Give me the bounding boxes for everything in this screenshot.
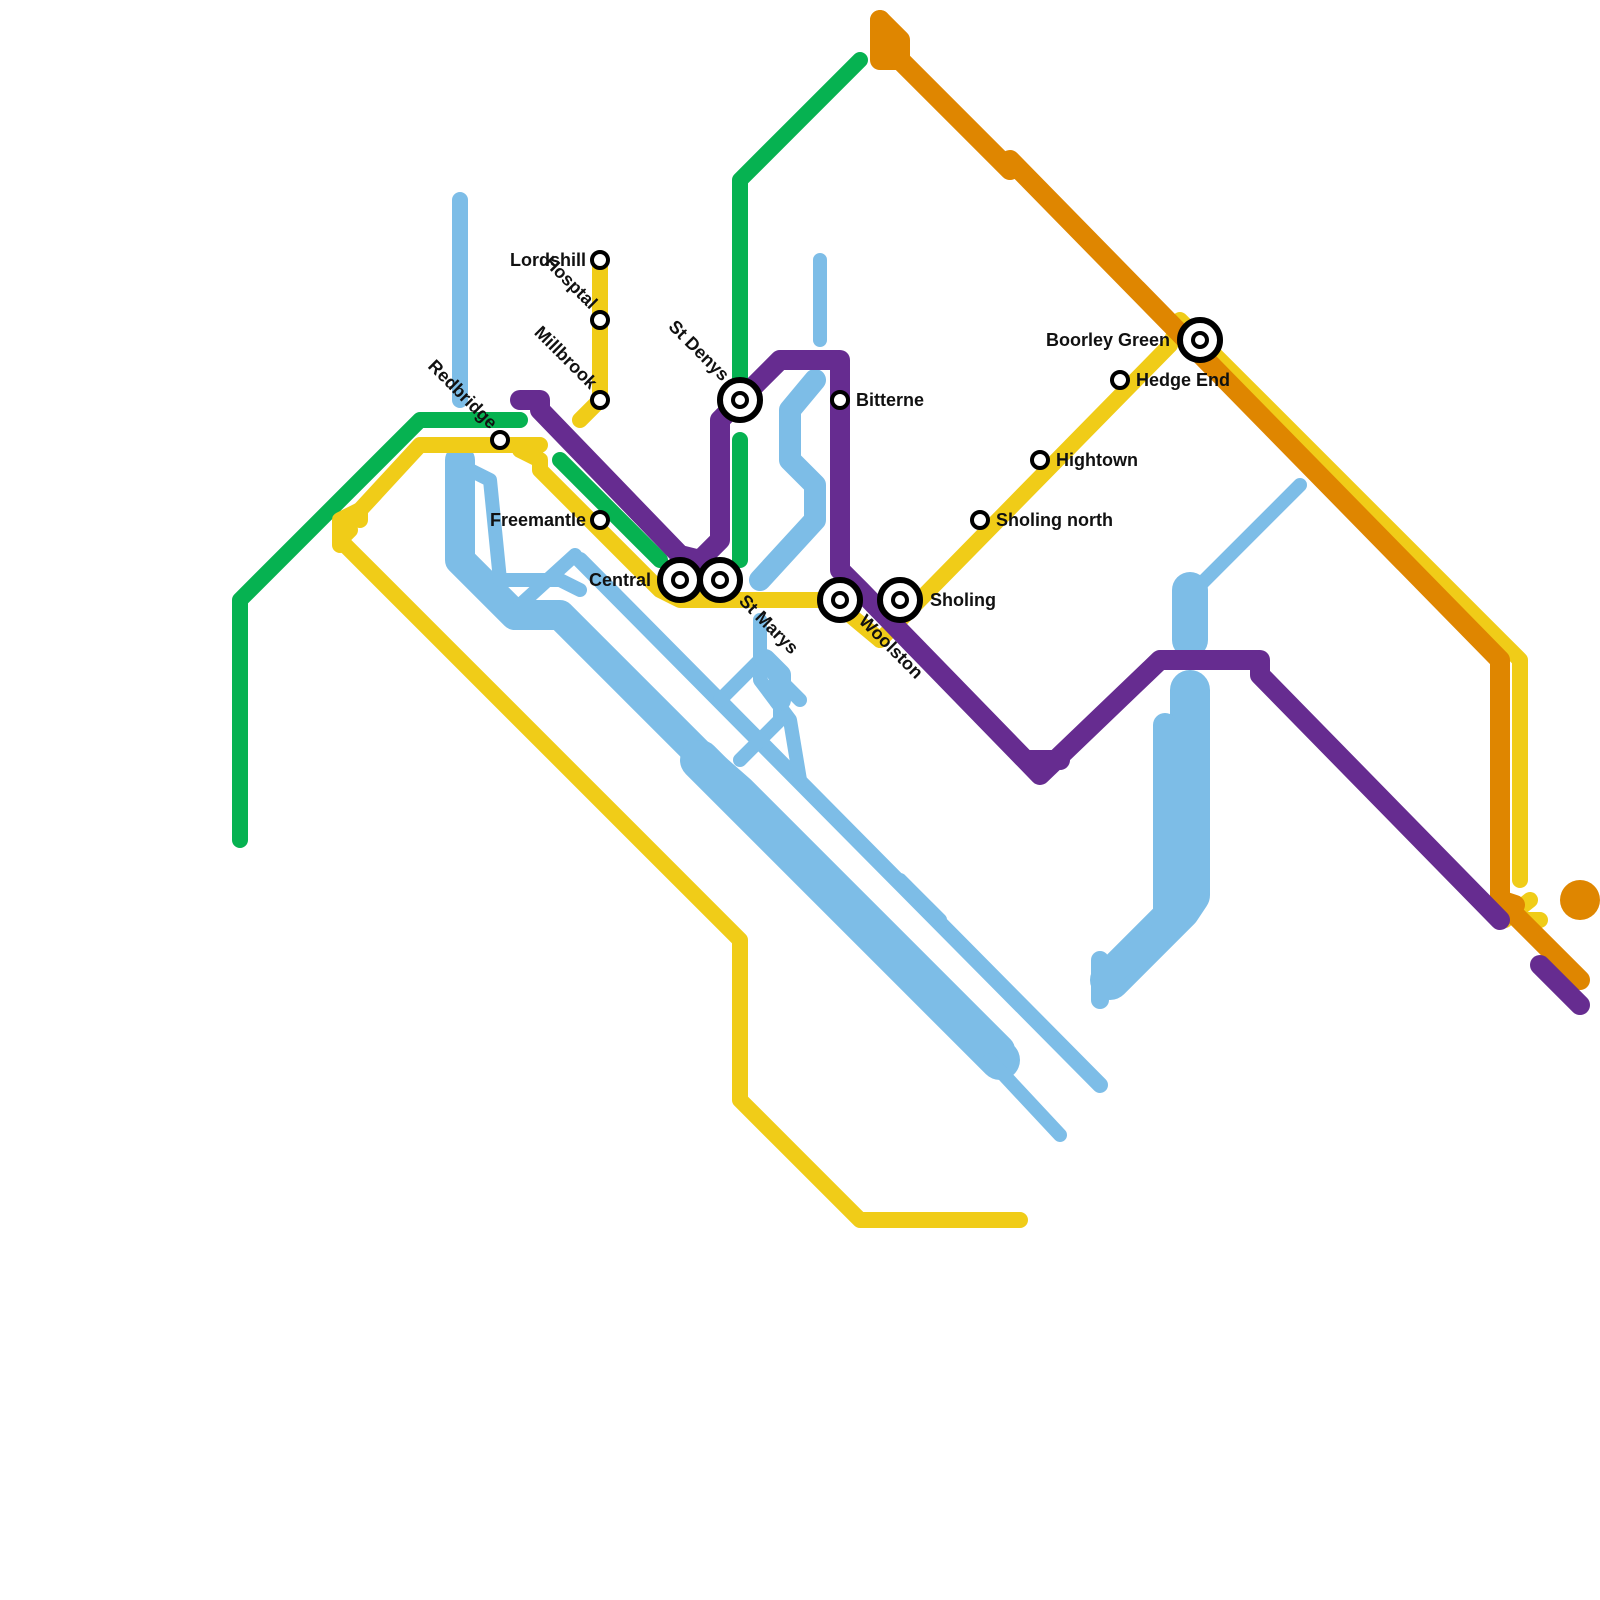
water-channel-south — [572, 552, 1108, 1093]
label-millbrook: Millbrook — [531, 322, 602, 393]
station-woolston[interactable] — [817, 577, 863, 623]
station-redbridge[interactable] — [490, 430, 510, 450]
label-central: Central — [589, 570, 651, 590]
interchange-icon-inner — [831, 591, 849, 609]
green-line — [232, 52, 868, 848]
water-east-basin-b — [1098, 713, 1177, 987]
station-freemantle[interactable] — [590, 510, 610, 530]
purple-line-west — [510, 350, 1510, 930]
purple-line — [510, 350, 1590, 1015]
orange-line-end — [1490, 890, 1525, 915]
label-freemantle: Freemantle — [490, 510, 586, 530]
water-channel-main — [680, 740, 1020, 1080]
label-boorley-green: Boorley Green — [1046, 330, 1170, 350]
station-boorley-green[interactable] — [1177, 317, 1223, 363]
water-channel-link — [513, 548, 582, 612]
water-channel-lower — [983, 1053, 1067, 1142]
purple-line-east-tail — [1530, 955, 1590, 1015]
label-hightown: Hightown — [1056, 450, 1138, 470]
yellow-line-loop-west-b — [332, 522, 1028, 1228]
station-st-marys[interactable] — [697, 557, 743, 603]
yellow-line-west-spur — [332, 502, 368, 553]
label-hedge-end: Hedge End — [1136, 370, 1230, 390]
water-inlet-st-denys — [749, 369, 826, 591]
station-sholing[interactable] — [877, 577, 923, 623]
light-blue-network — [445, 192, 1307, 1142]
label-st-denys: St Denys — [665, 316, 734, 385]
orange-line-top — [870, 10, 910, 70]
orange-line-terminus-icon — [1560, 880, 1600, 920]
interchange-icon-inner — [891, 591, 909, 609]
interchanges — [657, 317, 1223, 623]
green-line-centre — [552, 452, 668, 568]
water-channel-loop — [463, 463, 587, 597]
station-sholing-north[interactable] — [970, 510, 990, 530]
station-st-denys[interactable] — [717, 377, 763, 423]
station-hightown[interactable] — [1030, 450, 1050, 470]
station-lordshill[interactable] — [590, 250, 610, 270]
water-east-reach — [1183, 478, 1307, 602]
orange-line-main — [870, 10, 1590, 990]
interchange-icon-inner — [1191, 331, 1209, 349]
green-line-west — [232, 412, 528, 848]
station-bitterne[interactable] — [830, 390, 850, 410]
station-hosptal[interactable] — [590, 310, 610, 330]
interchange-icon-inner — [671, 571, 689, 589]
station-central[interactable] — [657, 557, 703, 603]
station-millbrook[interactable] — [590, 390, 610, 410]
green-line-northeast — [732, 52, 868, 388]
interchange-icon-inner — [711, 571, 729, 589]
water-islet — [893, 873, 947, 927]
orange-line — [870, 10, 1590, 990]
label-sholing-north: Sholing north — [996, 510, 1113, 530]
station-hedge-end[interactable] — [1110, 370, 1130, 390]
label-bitterne: Bitterne — [856, 390, 924, 410]
stations — [490, 250, 1130, 530]
interchange-icon-inner — [731, 391, 749, 409]
label-sholing: Sholing — [930, 590, 996, 610]
label-lordshill: Lordshill — [510, 250, 586, 270]
water-branch-d — [754, 649, 791, 711]
